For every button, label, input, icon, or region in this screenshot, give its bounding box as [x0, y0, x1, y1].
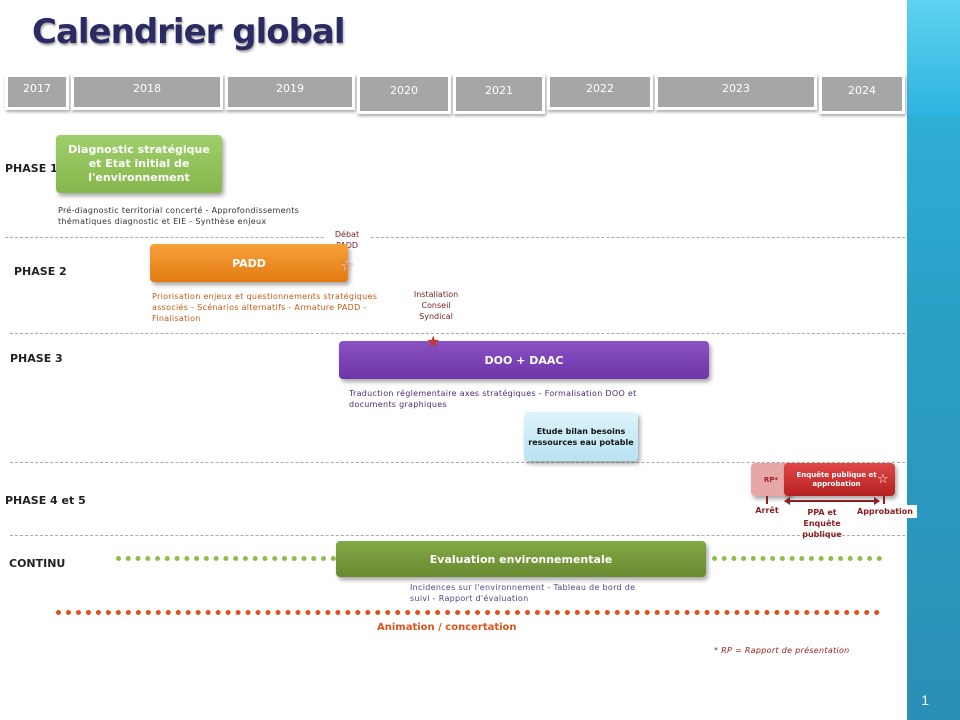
phase-3-label: PHASE 3 — [10, 352, 63, 365]
year-2021: 2021 — [453, 74, 545, 114]
phase-2-description: Priorisation enjeux et questionnements s… — [152, 292, 378, 323]
installation-conseil-milestone: Installation Conseil Syndical — [413, 290, 459, 321]
year-2017: 2017 — [5, 74, 69, 110]
right-sidebar-band — [907, 0, 960, 720]
installation-star-icon: ★ — [426, 332, 441, 351]
year-2020: 2020 — [357, 74, 451, 114]
diagnostic-bar-label: Diagnostic stratégique et Etat initial d… — [68, 143, 210, 184]
phase-1-description: Pré-diagnostic territorial concerté - Ap… — [58, 206, 300, 226]
rp-bar-label: RP* — [763, 475, 779, 484]
approbation-label: Approbation — [853, 505, 917, 518]
evaluation-description: Incidences sur l'environnement - Tableau… — [410, 583, 636, 603]
year-2019: 2019 — [225, 74, 355, 110]
ppa-arrow-line — [788, 500, 876, 502]
animation-dotted-line — [56, 610, 880, 615]
phase-1-label: PHASE 1 — [5, 162, 58, 175]
year-2023: 2023 — [655, 74, 817, 110]
approbation-star-icon: ☆ — [877, 472, 889, 487]
arret-label: Arrêt — [755, 506, 779, 515]
phase-divider-1 — [5, 237, 905, 238]
arret-tick — [766, 496, 768, 504]
evaluation-environnementale-bar: Evaluation environnementale — [336, 541, 706, 577]
phase-2-label: PHASE 2 — [14, 265, 67, 278]
enquete-publique-label: Enquête publique et approbation — [796, 470, 877, 488]
footnote-rp: * RP = Rapport de présentation — [714, 646, 850, 655]
continu-dotted-line-right — [712, 556, 882, 561]
etude-eau-potable-label: Etude bilan besoins ressources eau potab… — [528, 426, 634, 447]
page-title: Calendrier global — [32, 12, 346, 52]
padd-bar: PADD — [150, 244, 348, 282]
etude-eau-potable-bar: Etude bilan besoins ressources eau potab… — [524, 412, 638, 461]
phase-3-description: Traduction réglementaire axes stratégiqu… — [349, 389, 637, 409]
right-sidebar-top — [907, 0, 960, 115]
doo-daac-bar-label: DOO + DAAC — [484, 353, 564, 367]
year-2024: 2024 — [819, 74, 905, 114]
phase-divider-2 — [10, 333, 905, 334]
animation-concertation-label: Animation / concertation — [377, 622, 517, 633]
enquete-publique-bar: Enquête publique et approbation — [784, 463, 895, 496]
page-number: 1 — [921, 692, 929, 708]
ppa-arrow-left-icon — [784, 497, 790, 505]
phase-4-5-label: PHASE 4 et 5 — [5, 494, 86, 507]
year-2018: 2018 — [71, 74, 223, 110]
ppa-enquete-label: PPA et Enquête publique — [802, 508, 842, 539]
doo-daac-bar: DOO + DAAC — [339, 341, 709, 379]
phase-divider-3 — [10, 462, 905, 463]
ppa-arrow-right-icon — [874, 497, 880, 505]
approbation-tick — [883, 496, 885, 504]
padd-bar-label: PADD — [232, 256, 266, 270]
phase-divider-4 — [10, 535, 905, 536]
diagnostic-bar: Diagnostic stratégique et Etat initial d… — [56, 135, 222, 193]
year-2022: 2022 — [547, 74, 653, 110]
continu-dotted-line-left — [116, 556, 336, 561]
continu-label: CONTINU — [9, 557, 66, 570]
evaluation-label: Evaluation environnementale — [429, 552, 613, 566]
debat-padd-star-icon: ☆ — [340, 256, 355, 275]
